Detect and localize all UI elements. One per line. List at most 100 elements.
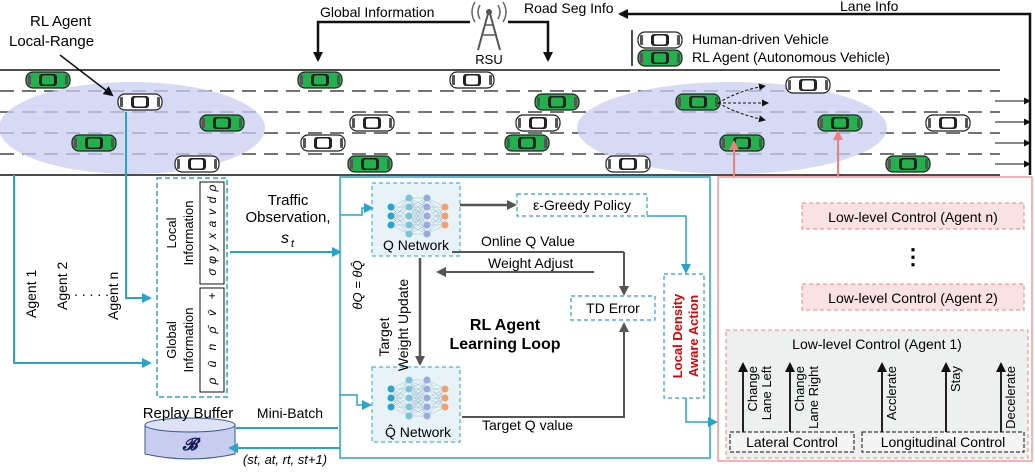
- neuron-node: [405, 221, 413, 229]
- qhat-network-icon: [387, 376, 449, 420]
- global-symbol: n: [205, 343, 219, 350]
- neuron-node: [423, 194, 431, 202]
- loop-label-2: Learning Loop: [449, 336, 560, 353]
- q-network-icon: [387, 194, 449, 238]
- neuron-node: [387, 394, 395, 402]
- traffic-obs-symbol: s: [281, 230, 289, 247]
- online-q-label: Online Q Value: [481, 233, 575, 249]
- legend-rl-car-icon: [637, 49, 683, 67]
- neuron-node: [405, 230, 413, 238]
- global-symbols: +v̄ρ̄nūρ: [205, 292, 219, 385]
- local-symbol: φ: [205, 256, 219, 264]
- rl-agent-car-20: [885, 155, 931, 173]
- neuron-node: [405, 403, 413, 411]
- agent-n-label: Agent n: [105, 272, 121, 320]
- rl-agent-car-3: [199, 114, 245, 132]
- density-aware-box: [663, 273, 705, 399]
- rl-agent-car-11: [534, 93, 580, 111]
- control-agent-1-label: Low-level Control (Agent 1): [792, 336, 962, 352]
- target-update-label-2: Weight Update: [395, 279, 411, 372]
- longitudinal-control-box[interactable]: [861, 431, 1025, 453]
- control-agent-n-box[interactable]: [801, 202, 1025, 230]
- longitudinal-control-label: Longitudinal Control: [881, 434, 1006, 450]
- agent-lines: [13, 112, 152, 368]
- local-symbol: y: [205, 244, 219, 252]
- agent-dots: . . . . .: [74, 283, 109, 299]
- lane-direction-arrows: [995, 97, 1031, 168]
- traffic-obs-line1: Traffic: [268, 192, 309, 209]
- traffic-obs-sub: t: [291, 238, 295, 250]
- action-label: Change: [745, 366, 760, 412]
- neuron-node: [387, 385, 395, 393]
- human-car-7: [300, 134, 346, 152]
- global-symbol: ρ: [205, 377, 219, 385]
- neuron-node: [441, 403, 449, 411]
- local-range-right: [577, 82, 887, 174]
- human-car-2: [117, 93, 163, 111]
- local-symbol: a: [205, 220, 219, 227]
- neuron-node: [423, 376, 431, 384]
- human-car-14: [515, 114, 561, 132]
- local-range-left: [0, 82, 265, 174]
- legend: [637, 31, 683, 67]
- local-symbol: σ: [205, 268, 219, 276]
- neuron-node: [441, 221, 449, 229]
- neuron-node: [441, 212, 449, 220]
- global-info-box: [199, 287, 225, 393]
- legend-human-car-icon: [637, 31, 683, 49]
- replay-buffer-title: Replay Buffer: [143, 405, 234, 422]
- neuron-node: [441, 203, 449, 211]
- local-symbol: v: [205, 208, 219, 215]
- rsu-icon: [471, 1, 507, 51]
- td-error-label: TD Error: [586, 300, 640, 316]
- target-update-label-1: Target: [376, 317, 392, 356]
- human-car-13: [605, 155, 651, 173]
- lateral-control-label: Lateral Control: [746, 434, 838, 450]
- target-q-label: Target Q value: [482, 417, 573, 433]
- q-network-label: Q Network: [383, 237, 450, 253]
- global-info-label-1: Global: [164, 321, 179, 359]
- human-car-19: [925, 114, 971, 132]
- road-seg-info-label: Road Seg Info: [524, 0, 614, 16]
- neuron-node: [387, 403, 395, 411]
- agent-1-label: Agent 1: [23, 270, 39, 318]
- neuron-node: [405, 385, 413, 393]
- local-info-box: [199, 181, 225, 285]
- rl-agent-car-18: [817, 114, 863, 132]
- rl-agent-car-12: [504, 134, 550, 152]
- action-label: Change: [792, 366, 807, 412]
- local-info-label-1: Local: [164, 217, 179, 248]
- local-info-label-2: Information: [181, 200, 196, 265]
- rl-agent-car-1: [25, 71, 71, 89]
- td-error-box[interactable]: [570, 295, 656, 321]
- neuron-node: [423, 212, 431, 220]
- legend-rl: RL Agent (Autonomous Vehicle): [692, 49, 890, 65]
- neuron-node: [405, 376, 413, 384]
- loop-label-1: RL Agent: [470, 317, 541, 334]
- control-agent-n-label: Low-level Control (Agent n): [828, 209, 998, 225]
- global-symbol: ρ̄: [205, 325, 219, 335]
- neuron-node: [405, 394, 413, 402]
- control-agent-2-box[interactable]: [801, 283, 1025, 311]
- mini-batch-label: Mini-Batch: [257, 405, 323, 421]
- transition-tuple: (st, at, rt, st+1): [243, 452, 327, 467]
- rl-agent-car-15: [675, 93, 721, 111]
- learning-loop-box: [339, 176, 711, 459]
- neuron-node: [441, 385, 449, 393]
- action-label: Decelerate: [1003, 366, 1018, 429]
- rl-agent-car-6: [297, 71, 343, 89]
- greedy-policy-box[interactable]: [516, 193, 648, 217]
- human-car-8: [349, 114, 395, 132]
- global-info-label-2: Information: [181, 307, 196, 372]
- legend-human: Human-driven Vehicle: [692, 31, 829, 47]
- trajectory-arrows: [717, 83, 769, 123]
- weight-adjust-label: Weight Adjust: [488, 255, 573, 271]
- lateral-control-box[interactable]: [729, 431, 855, 453]
- human-car-5: [174, 155, 220, 173]
- traffic-obs-line2: Observation,: [245, 209, 330, 226]
- neuron-node: [387, 203, 395, 211]
